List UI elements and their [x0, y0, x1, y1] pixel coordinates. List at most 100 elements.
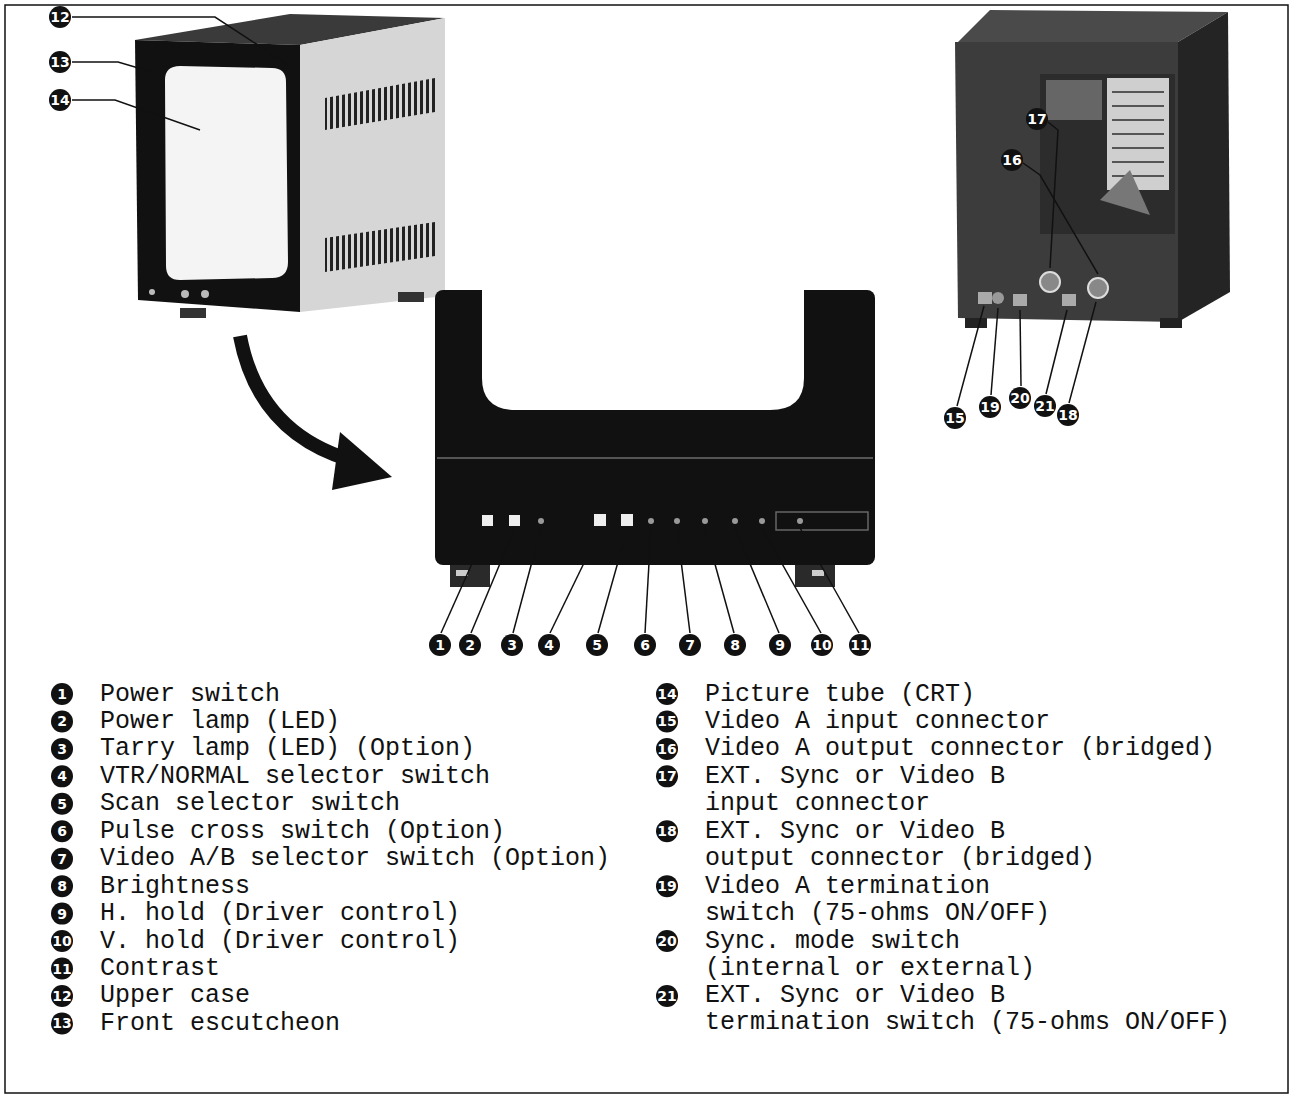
curved-arrow: [240, 336, 350, 460]
callout-circle: [51, 930, 73, 952]
back-monitor: [1178, 12, 1230, 322]
callout-number: 11: [52, 962, 71, 976]
back-monitor: [1112, 91, 1164, 93]
callout-circle: [656, 765, 678, 787]
leader-line: [762, 528, 821, 633]
front-panel-view: [812, 570, 824, 576]
leader-line: [72, 17, 1098, 633]
back-monitor: [1046, 80, 1102, 120]
callout-number: 17: [657, 769, 676, 783]
callout-circle: [51, 875, 73, 897]
front-panel-view: [797, 518, 803, 524]
callout-number: 9: [57, 907, 67, 921]
back-monitor: [1040, 272, 1060, 292]
part-name: Video A termination switch (75-ohms ON/O…: [705, 873, 1065, 927]
front-monitor: [149, 289, 155, 295]
leader-line: [1020, 310, 1021, 386]
callout-number: 1: [435, 638, 445, 652]
part-name: V. hold (Driver control): [100, 928, 460, 955]
callout-circle: [656, 820, 678, 842]
front-panel-view: [795, 565, 835, 587]
callout-number: 10: [52, 934, 71, 948]
callout-number: 13: [52, 1016, 71, 1030]
callout-number: 14: [657, 687, 676, 701]
part-name: Power switch: [100, 681, 280, 708]
front-panel-view: [594, 514, 606, 526]
part-name: Power lamp (LED): [100, 708, 340, 735]
callout-circle: [51, 738, 73, 760]
part-name: Video A input connector: [705, 708, 1050, 735]
callout-circle: [656, 738, 678, 760]
callout-circle: [656, 683, 678, 705]
leader-line: [735, 528, 779, 633]
curved-arrow: [240, 336, 392, 490]
back-monitor: [1112, 133, 1164, 135]
callout-number: 12: [50, 10, 69, 24]
front-monitor: [325, 78, 435, 130]
back-monitor: [978, 292, 992, 304]
front-monitor: [201, 290, 209, 298]
front-panel-view: [435, 288, 875, 587]
callout-circle: [811, 634, 833, 656]
front-monitor: [398, 292, 424, 302]
part-name: Brightness: [100, 873, 250, 900]
callout-number: 7: [57, 852, 67, 866]
callout-number: 15: [657, 714, 676, 728]
callout-circle: [51, 765, 73, 787]
back-monitor: [1112, 119, 1164, 121]
part-name: EXT. Sync or Video B termination switch …: [705, 982, 1245, 1036]
leader-line: [72, 62, 152, 72]
callout-number: 9: [775, 638, 785, 652]
front-panel-view: [538, 518, 544, 524]
part-name: Tarry lamp (LED) (Option): [100, 735, 475, 762]
callout-number: 2: [465, 638, 475, 652]
callout-number: 19: [980, 400, 999, 414]
callout-number: 1: [57, 687, 67, 701]
callout-circle: [49, 51, 71, 73]
callout-number: 3: [57, 742, 67, 756]
part-name: EXT. Sync or Video B input connector: [705, 763, 1025, 817]
front-panel-view: [732, 518, 738, 524]
callout-circle: [501, 634, 523, 656]
leader-line: [957, 306, 984, 406]
callout-number: 17: [1027, 112, 1046, 126]
callout-circle: [944, 407, 966, 429]
back-monitor: [1112, 105, 1164, 107]
back-monitor: [992, 292, 1004, 304]
part-name: VTR/NORMAL selector switch: [100, 763, 490, 790]
leader-line: [1046, 310, 1067, 394]
leader-line: [1069, 302, 1096, 403]
callout-circle: [979, 396, 1001, 418]
front-panel-view: [759, 518, 765, 524]
front-monitor: [325, 222, 435, 272]
callout-circle: [1057, 404, 1079, 426]
callout-number: 15: [945, 411, 964, 425]
callout-circle: [459, 634, 481, 656]
back-monitor: [1107, 78, 1169, 190]
callout-circle: [51, 793, 73, 815]
back-monitor: [1112, 175, 1164, 177]
leader-line: [645, 528, 651, 633]
part-name: Contrast: [100, 955, 220, 982]
part-name: Video A/B selector switch (Option): [100, 845, 610, 872]
leader-line: [598, 530, 627, 633]
callout-number: 20: [657, 934, 676, 948]
front-monitor: [135, 40, 300, 312]
back-monitor: [1100, 170, 1150, 215]
leader-line: [991, 308, 998, 395]
front-panel-view: [776, 512, 868, 530]
front-panel-view: [482, 288, 804, 410]
back-monitor: [955, 42, 1178, 322]
back-monitor: [1160, 318, 1182, 328]
callout-circle: [1026, 108, 1048, 130]
callout-circle: [51, 683, 73, 705]
callout-circle: [656, 930, 678, 952]
part-name: Upper case: [100, 982, 250, 1009]
back-monitor: [1062, 294, 1076, 306]
callout-circle: [724, 634, 746, 656]
callout-number: 6: [640, 638, 650, 652]
callout-number: 8: [57, 879, 67, 893]
callout-circle: [634, 634, 656, 656]
leader-line: [513, 528, 541, 633]
